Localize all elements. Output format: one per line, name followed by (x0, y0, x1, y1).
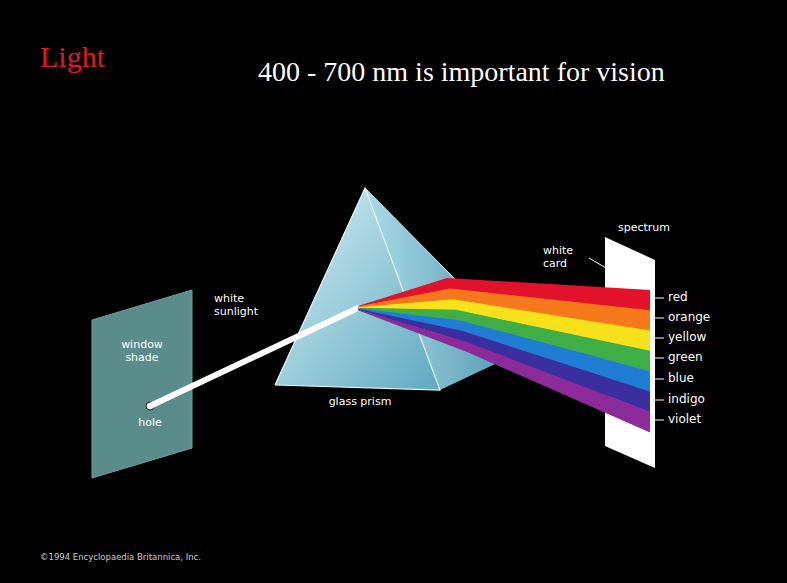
tick (652, 400, 664, 401)
prism-front (275, 188, 440, 390)
glass-prism-outline (270, 185, 530, 415)
tick (652, 358, 664, 359)
window-shade-outline (90, 288, 194, 480)
leader-line (589, 258, 606, 268)
tick (652, 338, 664, 339)
hole-symbol (146, 402, 154, 410)
slide-title: Light (40, 40, 105, 75)
tick (652, 318, 664, 319)
color-label: blue (668, 371, 694, 386)
color-label: yellow (668, 330, 706, 345)
tick (652, 298, 664, 299)
color-label: violet (668, 412, 701, 427)
glass-prism: glass prism (270, 185, 530, 415)
shade-label: window shade (108, 338, 176, 364)
color-label: indigo (668, 392, 705, 407)
white-card: spectrumwhite card (600, 232, 660, 477)
copyright: ©1994 Encyclopaedia Britannica, Inc. (40, 552, 201, 563)
window-shade: window shade hole (90, 288, 194, 480)
tick (652, 379, 664, 380)
color-label: green (668, 350, 703, 365)
shade-panel (92, 290, 192, 478)
color-label: red (668, 290, 688, 305)
card-panel (605, 237, 655, 468)
white-card-outline (600, 232, 660, 477)
card-heading: spectrum (618, 221, 670, 234)
color-label: orange (668, 310, 710, 325)
tick (652, 420, 664, 421)
prism-edge (365, 188, 525, 350)
hole-label: hole (130, 416, 170, 429)
prism-label: glass prism (310, 395, 410, 408)
beam-label: white sunlight (214, 292, 276, 318)
prism-edge (275, 188, 440, 390)
card-label: white card (543, 244, 589, 270)
subtitle: 400 - 700 nm is important for vision (258, 56, 665, 88)
